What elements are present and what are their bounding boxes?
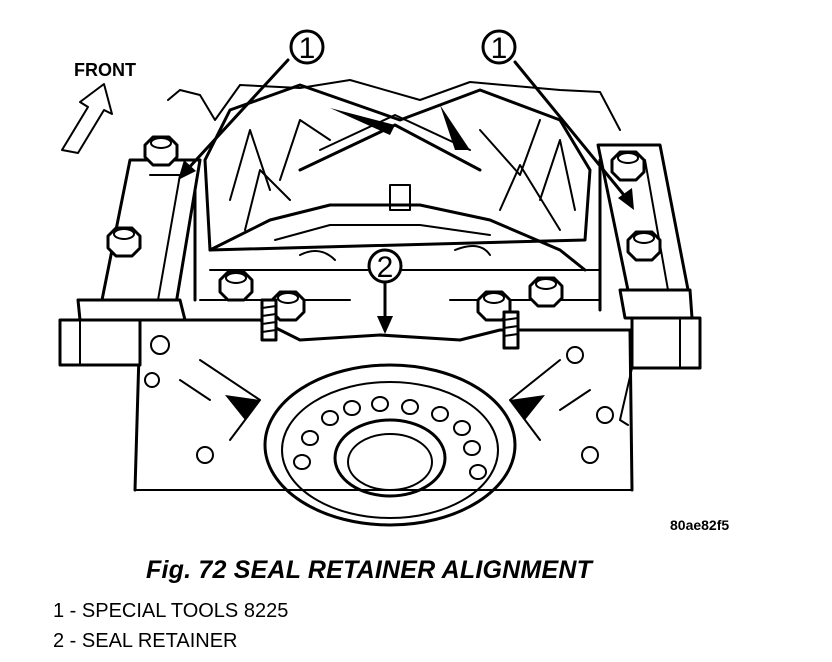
stud-right [502,310,520,350]
tool-left-bolt-bottom [106,226,142,258]
legend-item-special-tools: 1 - SPECIAL TOOLS 8225 [53,600,289,622]
bolt-hex-left [218,270,254,302]
tool-right-bolt-top [610,150,646,182]
legend-item-seal-retainer: 2 - SEAL RETAINER [53,630,238,652]
front-direction-indicator: FRONT [61,60,136,154]
callout-1-left: 1 [178,29,325,180]
callout-1-right: 1 [481,29,634,210]
front-arrow-icon [61,83,113,154]
special-tool-left [58,135,202,367]
callout-number: 1 [299,32,316,65]
callout-number: 1 [491,32,508,65]
seal-retainer-bolts [218,270,564,350]
figure-caption: Fig. 72 SEAL RETAINER ALIGNMENT [146,556,593,584]
callout-number: 2 [377,251,394,284]
stud-left [260,298,278,342]
callout-2: 2 [367,248,403,334]
tool-right-bolt-bottom [626,230,662,262]
bolt-hex-right [528,276,564,308]
figure-image-id: 80ae82f5 [670,517,730,533]
tool-left-bolt-top [143,135,179,167]
special-tool-right [596,143,702,426]
crankshaft-flange [144,335,614,527]
front-label: FRONT [74,60,136,80]
